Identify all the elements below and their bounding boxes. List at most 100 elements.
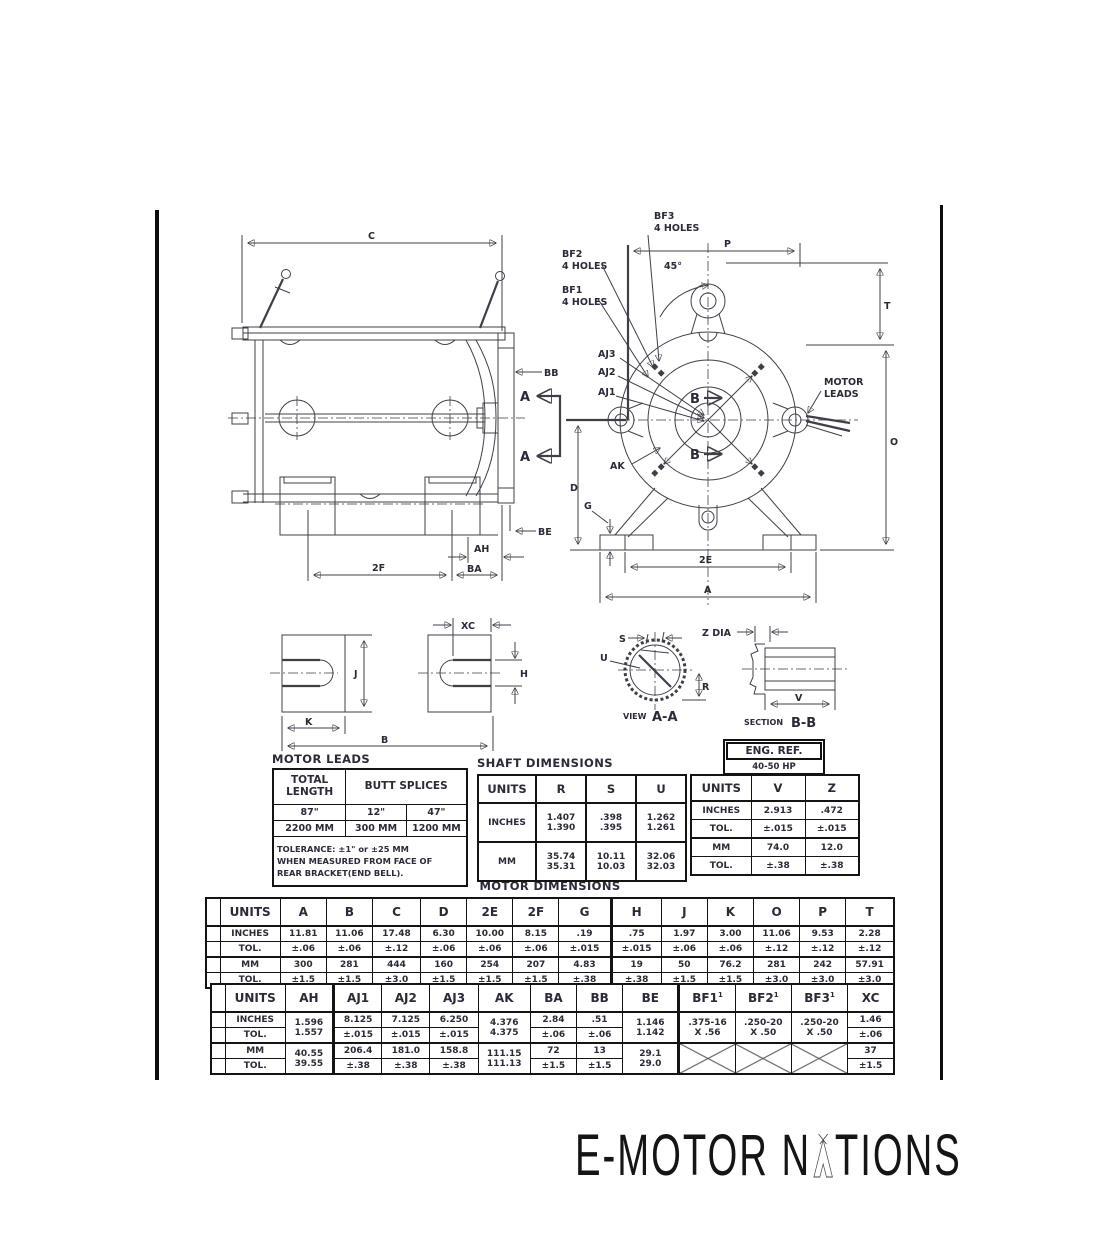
table-cell: ±.12 (752, 941, 801, 958)
motor-leads-wires (805, 414, 851, 437)
table-cell: 1.46 (847, 1011, 895, 1028)
table-row: TOL.±.38±.38±.38±1.5±1.5±1.5 (210, 1058, 895, 1075)
eng-ref-value: 40-50 HP (752, 762, 796, 772)
table-cell (210, 1027, 226, 1044)
dim-label-ak: AK (610, 461, 625, 472)
table-cell: INCHES (477, 802, 537, 843)
column-header: V (750, 774, 806, 802)
table-cell: 57.91 (845, 956, 895, 973)
eng-ref-title: ENG. REF. (726, 742, 822, 760)
table-cell: ±.06 (279, 941, 327, 958)
dim-label-a: A (704, 585, 712, 596)
column-header: UNITS (690, 774, 752, 802)
dim-label-aj2: AJ2 (598, 367, 616, 378)
dim-label-bf1-sub: 4 HOLES (562, 297, 607, 308)
table-cell: 2.913 (750, 800, 806, 820)
column-header: P (799, 897, 847, 927)
table-cell: ±.015 (332, 1027, 383, 1044)
column-header: BA (529, 983, 578, 1013)
column-header-total-length: TOTAL LENGTH (272, 768, 347, 805)
table-cell: .51 (576, 1011, 624, 1028)
table-cell: TOL. (224, 1058, 286, 1075)
dim-label-t: T (884, 301, 891, 312)
table-cell: ±.06 (325, 941, 373, 958)
dim-label-be: BE (538, 527, 552, 538)
table-cell: 12.0 (804, 837, 860, 857)
column-header: AH (284, 983, 336, 1013)
table-cell: ±.12 (799, 941, 847, 958)
dim-label-o: O (890, 437, 898, 448)
table-cell: 2.28 (845, 925, 895, 942)
view-aa-caption-prefix: VIEW (623, 712, 647, 721)
dim-label-bf3: BF3 (654, 211, 674, 222)
tent-a-icon (813, 1133, 833, 1178)
table-cell (678, 1042, 736, 1075)
dim-label-d: D (570, 483, 578, 494)
table-cell: .398.395 (585, 802, 637, 843)
table-cell (210, 1011, 226, 1028)
motor-side-view-drawing: C BB A A BE AH 2F BA (228, 231, 562, 581)
column-header: G (558, 897, 613, 927)
column-header: AK (477, 983, 531, 1013)
column-header: 2E (466, 897, 514, 927)
tolerance-note: TOLERANCE: ±1" or ±25 MM WHEN MEASURED F… (272, 836, 468, 887)
column-header: A (279, 897, 327, 927)
table-cell: MM (477, 841, 537, 882)
table-cell: 3.00 (706, 925, 754, 942)
front-dimensions: P 45° BF3 4 HOLES BF2 4 HOLES BF1 4 HOLE… (562, 211, 898, 603)
column-header: BB (576, 983, 624, 1013)
table-cell: .472 (804, 800, 860, 820)
column-header: UNITS (224, 983, 286, 1013)
table-cell: ±.06 (847, 1027, 895, 1044)
table-cell: ±.06 (529, 1027, 578, 1044)
section-bb-caption: B-B (791, 716, 816, 731)
table-cell: ±.015 (429, 1027, 479, 1044)
section-label-a-bottom: A (520, 450, 530, 465)
table-cell: INCHES (690, 800, 752, 820)
table-row: TOL.±.015±.015 (690, 819, 860, 839)
table-cell: ±.06 (466, 941, 514, 958)
column-header: U (635, 774, 687, 804)
table-cell: 9.53 (799, 925, 847, 942)
dim-label-aj1: AJ1 (598, 387, 616, 398)
table-row: TOL.±.38±.38 (690, 856, 860, 876)
label-motor: MOTOR (824, 377, 864, 388)
table-cell: TOL. (690, 856, 752, 876)
table-cell (205, 925, 221, 942)
table-cell: INCHES (224, 1011, 286, 1028)
column-header: R (535, 774, 587, 804)
table-cell: 4.83 (558, 956, 613, 973)
table-cell: 76.2 (706, 956, 754, 973)
table-cell: 11.06 (752, 925, 801, 942)
table-cell: 11.06 (325, 925, 373, 942)
column-header: T (845, 897, 895, 927)
dim-label-j: J (353, 669, 358, 680)
section-label-b-top: B (690, 392, 700, 407)
dim-label-aj3: AJ3 (598, 349, 616, 360)
table-cell: TOL. (219, 941, 281, 958)
e-motor-nations-logo: E-MOTOR N TIONS (575, 1122, 962, 1189)
column-header: XC (847, 983, 895, 1013)
table-cell: 7.125 (381, 1011, 431, 1028)
table-cell: ±.38 (381, 1058, 431, 1075)
dim-label-bb: BB (544, 368, 558, 379)
motor-dimensions-title: MOTOR DIMENSIONS (479, 879, 621, 893)
column-header (210, 983, 226, 1013)
table-cell: 19 (610, 956, 662, 973)
dim-label-z-dia: Z DIA (702, 628, 732, 639)
column-header: BF11 (678, 983, 736, 1013)
column-header: BF31 (790, 983, 849, 1013)
column-header: UNITS (219, 897, 281, 927)
